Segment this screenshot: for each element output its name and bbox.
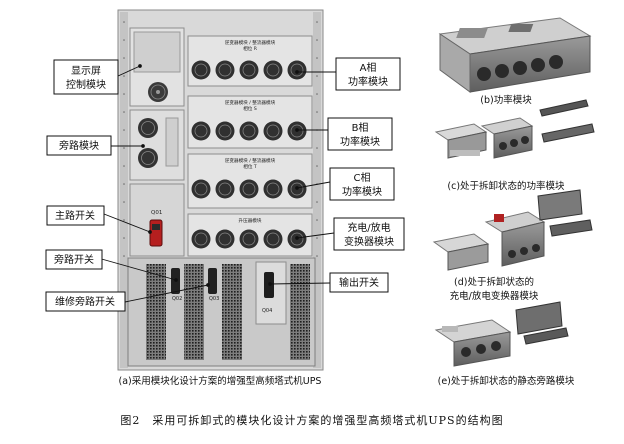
callout-lines-right (268, 70, 336, 286)
charger-module-unit: 升压器模块 (187, 213, 313, 257)
photo-charger-module-disassembled (432, 189, 593, 271)
caption-d-line1: (d)处于拆卸状态的 (454, 276, 534, 288)
svg-text:输出开关: 输出开关 (339, 276, 379, 289)
module-d-title: 升压器模块 (239, 217, 262, 224)
svg-text:充电/放电: 充电/放电 (347, 221, 390, 234)
svg-text:变换器模块: 变换器模块 (344, 235, 394, 248)
photo-static-bypass-disassembled (434, 301, 569, 367)
callout-bypass-switch: 旁路开关 (45, 249, 103, 270)
callout-phase-c: C相 功率模块 (329, 167, 395, 201)
figure-caption: 图2 采用可拆卸式的模块化设计方案的增强型高频塔式机UPS的结构图 (120, 413, 503, 427)
module-c-sub: 相位 T (243, 163, 257, 170)
module-b-sub: 相位 S (243, 105, 257, 112)
q02-label: Q02 (172, 296, 182, 302)
svg-text:功率模块: 功率模块 (342, 185, 382, 198)
photo-power-module-disassembled (434, 99, 595, 159)
svg-text:旁路开关: 旁路开关 (54, 253, 94, 266)
callout-display-control: 显示屏 控制模块 (53, 59, 119, 95)
svg-text:显示屏: 显示屏 (71, 65, 101, 77)
fan-row-c (191, 179, 307, 199)
module-a-sub: 相位 R (243, 45, 258, 52)
module-b-title: 逆变器模块 / 整流器模块 (225, 99, 276, 106)
callout-charger: 充电/放电 变换器模块 (333, 217, 405, 251)
callout-main-switch: 主路开关 (46, 205, 105, 226)
callout-phase-b: B相 功率模块 (327, 117, 393, 151)
svg-text:控制模块: 控制模块 (66, 78, 106, 91)
caption-c: (c)处于拆卸状态的功率模块 (447, 180, 565, 192)
svg-text:主路开关: 主路开关 (55, 209, 95, 222)
caption-b: (b)功率模块 (480, 94, 532, 106)
lower-switch-section: Q02 Q03 Q04 (127, 257, 316, 367)
callout-maintenance-bypass-switch: 维修旁路开关 (45, 291, 126, 312)
svg-text:维修旁路开关: 维修旁路开关 (55, 295, 115, 308)
module-a-title: 逆变器模块 / 整流器模块 (225, 39, 276, 46)
bypass-module-unit (129, 109, 185, 181)
callout-phase-a: A相 功率模块 (335, 57, 401, 91)
svg-text:功率模块: 功率模块 (348, 75, 388, 88)
q01-label: Q01 (151, 210, 162, 216)
callout-output-switch: 输出开关 (329, 272, 389, 293)
power-module-b-unit: 逆变器模块 / 整流器模块 相位 S (187, 95, 313, 149)
cabinet-photo: Q01 逆变器模块 / 整流器模块 相位 R 逆变器模块 / 整流器模块 相位 … (117, 9, 324, 371)
power-module-c-unit: 逆变器模块 / 整流器模块 相位 T (187, 153, 313, 209)
caption-d-line2: 充电/放电变换器模块 (450, 290, 539, 302)
caption-e: (e)处于拆卸状态的静态旁路模块 (438, 375, 575, 387)
callout-bypass-module: 旁路模块 (46, 135, 112, 156)
svg-text:功率模块: 功率模块 (340, 135, 380, 148)
svg-text:A相: A相 (360, 61, 377, 74)
fan-row-a (191, 60, 307, 80)
q04-label: Q04 (262, 308, 272, 314)
callout-lines-left (97, 64, 210, 303)
svg-text:C相: C相 (354, 171, 371, 184)
photo-power-module (438, 17, 592, 93)
fan-row-d (191, 229, 307, 249)
main-switch-unit: Q01 (129, 183, 185, 257)
svg-text:B相: B相 (352, 121, 369, 134)
q03-label: Q03 (209, 296, 219, 302)
caption-a: (a)采用模块化设计方案的增强型高频塔式机UPS (119, 375, 322, 387)
power-module-a-unit: 逆变器模块 / 整流器模块 相位 R (187, 35, 313, 87)
module-c-title: 逆变器模块 / 整流器模块 (225, 157, 276, 164)
svg-text:旁路模块: 旁路模块 (59, 139, 99, 152)
